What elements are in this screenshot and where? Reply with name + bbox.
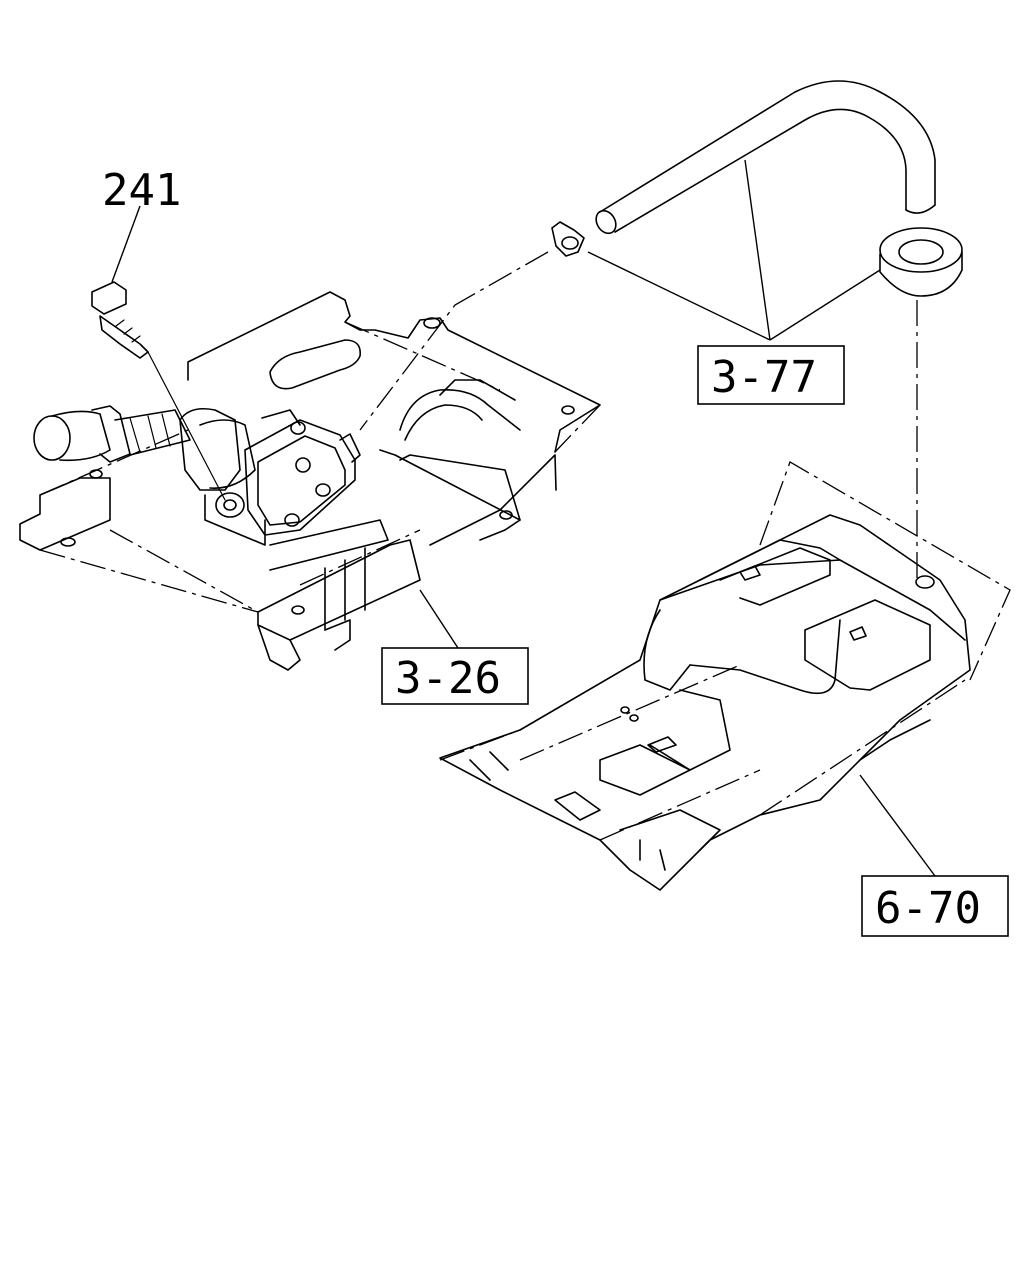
callout-6-70: 6-70 [861,875,1009,937]
leader-lines [111,159,936,877]
part-number-241: 241 [102,165,181,216]
reference-3-77: 3-77 [711,352,817,403]
bolt [91,281,149,359]
hose [595,80,936,235]
actuator-pump [33,405,361,546]
bracket-frame [19,291,601,671]
callout-241: 241 [102,165,181,216]
grommet [879,227,963,297]
reference-6-70: 6-70 [875,883,981,934]
floor-panel [439,514,971,891]
reference-3-26: 3-26 [395,653,501,704]
callout-3-26: 3-26 [381,647,529,705]
floor-outline [439,461,1011,841]
bracket-outline [39,321,601,613]
hose-clip [551,221,585,257]
callout-3-77: 3-77 [697,345,845,405]
